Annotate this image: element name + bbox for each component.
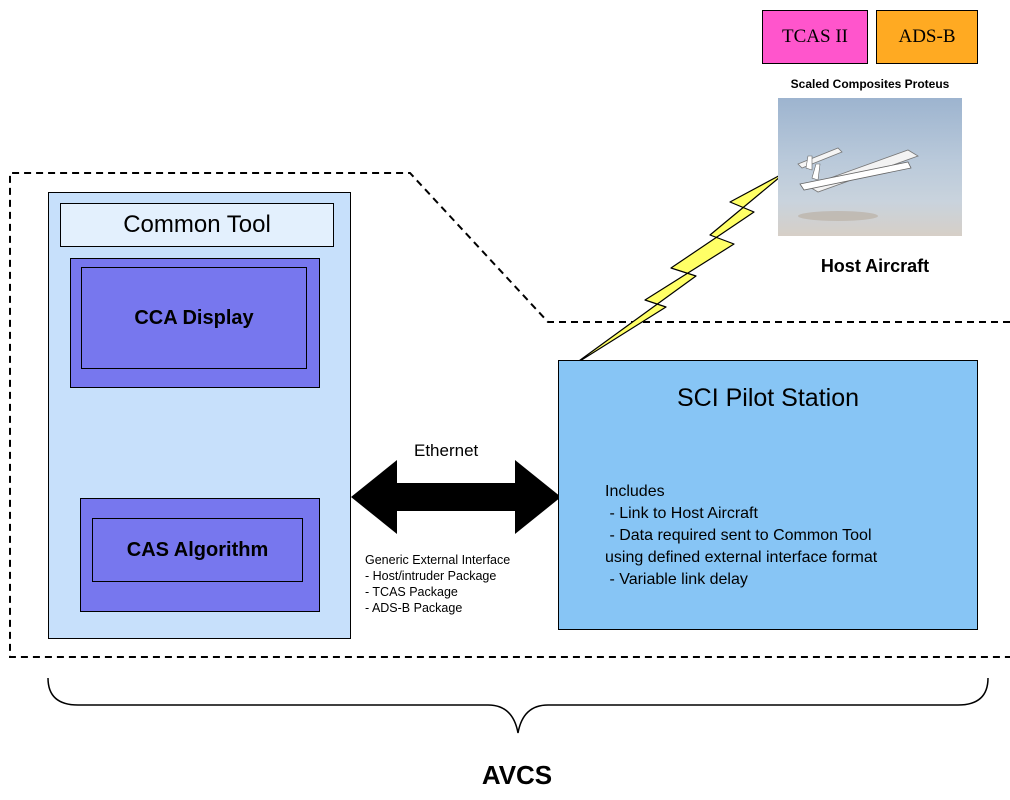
external-interface-list: Generic External Interface - Host/intrud… (365, 552, 510, 616)
aircraft-photo (778, 98, 962, 236)
cca-display-box: CCA Display (81, 267, 307, 369)
external-interface-package: - TCAS Package (365, 585, 458, 599)
pilot-station-line: using defined external interface format (605, 549, 878, 566)
pilot-station-includes-list: Includes - Link to Host Aircraft - Data … (605, 481, 877, 591)
external-interface-package: - Host/intruder Package (365, 569, 497, 583)
avcs-label: AVCS (481, 760, 553, 790)
host-aircraft-label: Host Aircraft (820, 256, 930, 276)
common-tool-title: Common Tool (123, 211, 271, 238)
pilot-station-line: - Data required sent to Common Tool (605, 527, 872, 544)
sci-pilot-station-box (558, 360, 978, 630)
cas-algorithm-label: CAS Algorithm (126, 538, 269, 561)
lightning-link-icon (571, 171, 787, 367)
cca-display-label: CCA Display (134, 306, 254, 329)
aircraft-photo-caption: Scaled Composites Proteus (790, 77, 950, 91)
ads-b-badge: ADS-B (876, 10, 978, 64)
ethernet-label: Ethernet (414, 441, 479, 460)
pilot-station-line: - Variable link delay (605, 571, 748, 588)
avcs-boundary (9, 172, 1010, 658)
pilot-station-line: - Link to Host Aircraft (605, 505, 758, 522)
tcas-ii-badge: TCAS II (762, 10, 868, 64)
sci-pilot-station-title: SCI Pilot Station (676, 384, 860, 412)
aircraft-icon (797, 147, 919, 221)
pilot-station-line: Includes (605, 483, 665, 500)
common-tool-title-box: Common Tool (60, 203, 334, 247)
external-interface-title: Generic External Interface (365, 553, 511, 567)
ads-b-badge-label: ADS-B (898, 26, 956, 47)
tcas-ii-badge-label: TCAS II (782, 26, 848, 47)
external-interface-package: - ADS-B Package (365, 601, 463, 615)
avcs-brace (47, 677, 989, 734)
cas-algorithm-box: CAS Algorithm (92, 518, 303, 582)
ethernet-arrow (351, 460, 561, 534)
